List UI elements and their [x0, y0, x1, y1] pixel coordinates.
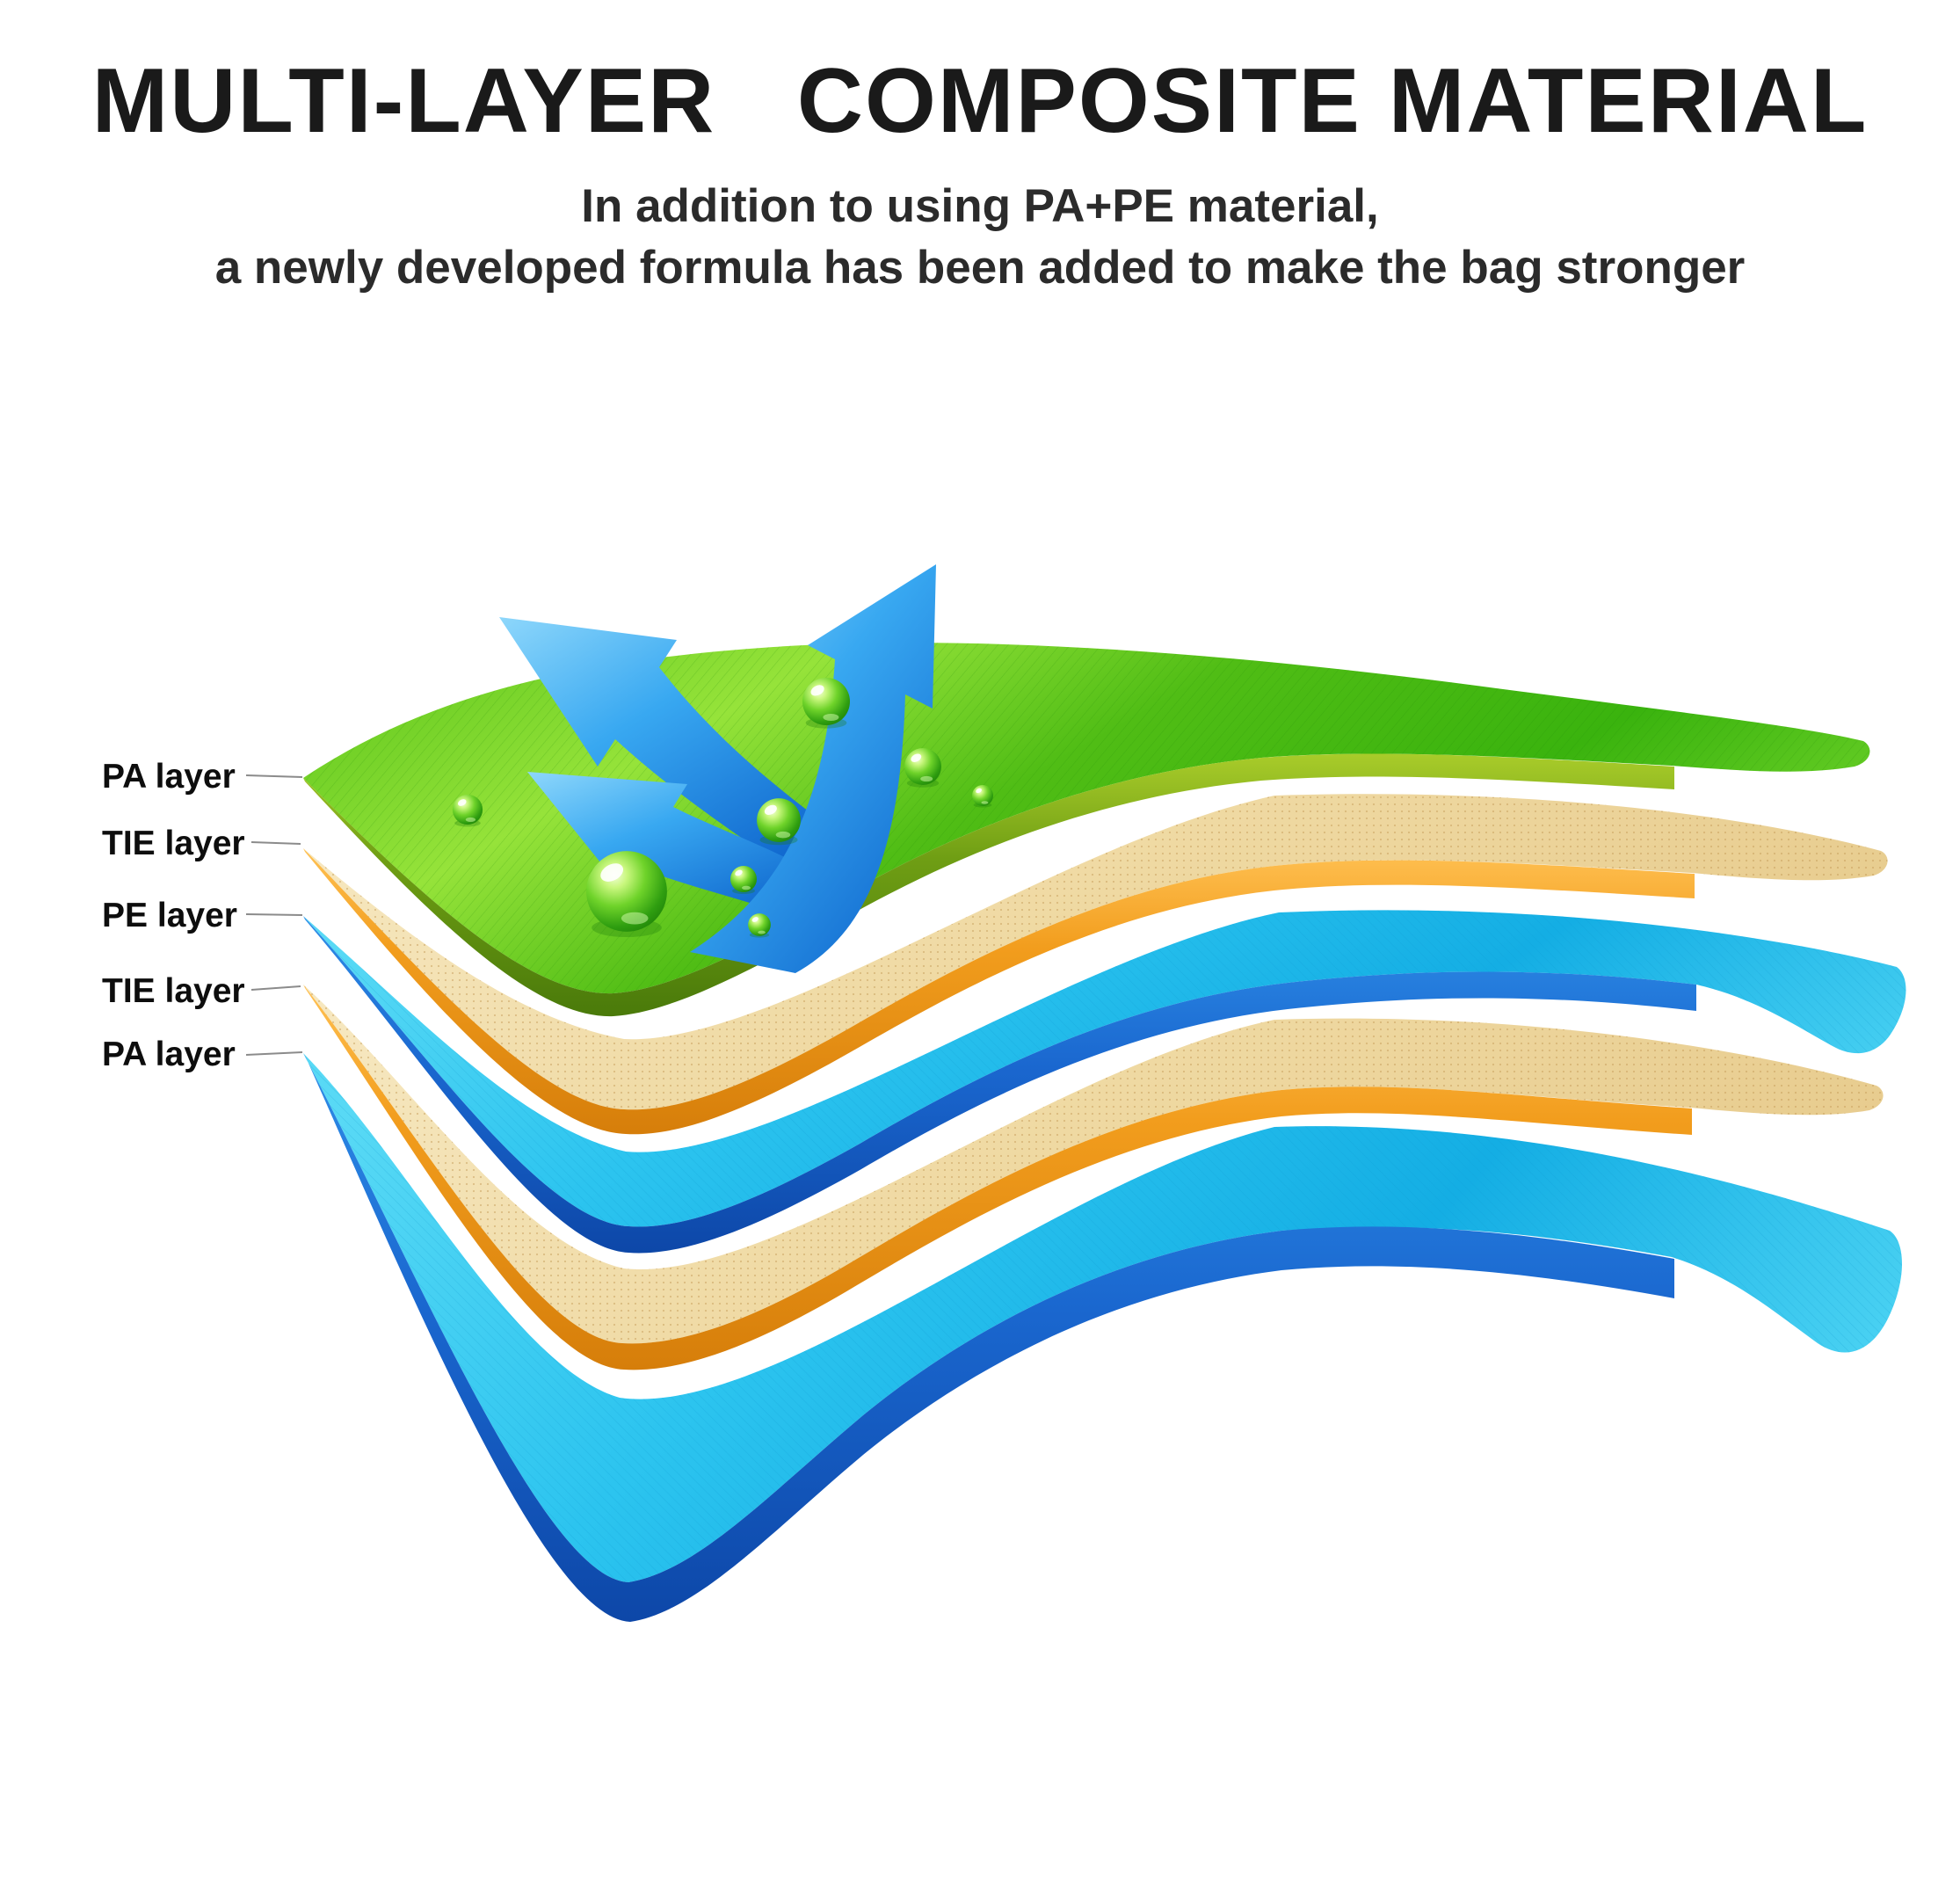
sheet-pa-bottom-edge	[303, 1053, 1674, 1622]
water-droplet-icon	[730, 866, 757, 894]
water-droplet-icon	[802, 678, 850, 729]
water-droplet-icon	[586, 851, 667, 938]
subtitle: In addition to using PA+PE material, a n…	[0, 176, 1960, 299]
sheet-pe	[303, 910, 1906, 1254]
sheet-pa-top-edge	[303, 753, 1674, 1017]
sheet-tie-upper-edge	[303, 848, 1695, 1135]
sheet-pa-bottom	[303, 1053, 1902, 1622]
layer-label-pa-bottom: PA layer	[102, 1036, 236, 1073]
layer-label-tie-upper: TIE layer	[102, 825, 245, 862]
leader-line	[250, 985, 301, 991]
water-droplet-icon	[452, 794, 483, 827]
curved-arrow-up-right-icon	[690, 564, 936, 973]
sheet-tie-upper	[303, 794, 1888, 1135]
water-droplet-icon	[904, 748, 941, 788]
curved-arrow-up-left-icon	[499, 617, 826, 872]
layer-label-pe: PE layer	[102, 897, 237, 934]
leader-line	[245, 774, 303, 778]
page-title: MULTI-LAYER COMPOSITE MATERIAL	[91, 50, 1869, 152]
layer-label-pa-top: PA layer	[102, 758, 236, 796]
water-droplet-icon	[757, 798, 801, 846]
water-droplet-icon	[748, 913, 771, 938]
sheet-pa-top	[303, 643, 1870, 1017]
layer-labels: PA layer TIE layer PE layer TIE layer PA…	[102, 758, 245, 1073]
sheet-pe-edge	[303, 916, 1696, 1254]
water-droplet-icon	[972, 785, 993, 808]
leader-line	[250, 841, 301, 845]
leader-line	[245, 913, 303, 916]
subtitle-line-1: In addition to using PA+PE material,	[581, 180, 1379, 232]
subtitle-line-2: a newly developed formula has been added…	[214, 241, 1746, 294]
leader-line	[245, 1051, 303, 1056]
layer-label-tie-lower: TIE layer	[102, 972, 245, 1010]
leader-lines	[245, 774, 303, 1056]
